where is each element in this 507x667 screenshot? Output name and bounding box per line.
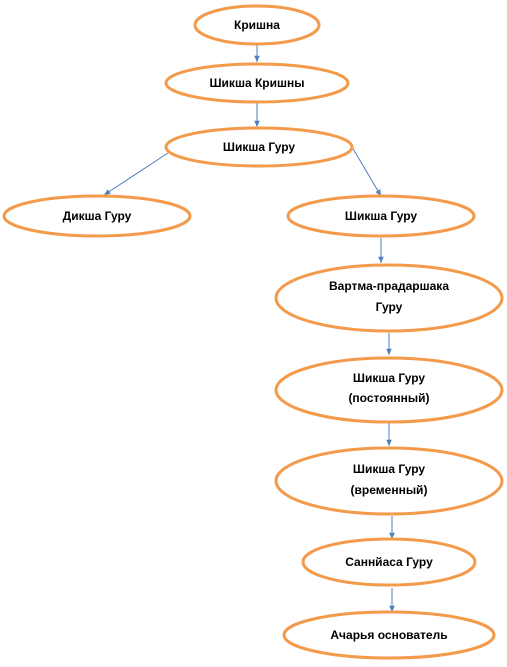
edge-shiksha-guru-to-shiksha-guru-right — [351, 146, 382, 197]
node-shiksha-krishny: Шикша Кришны — [164, 62, 350, 104]
node-sannyasa-label: Саннйаса Гуру — [345, 555, 433, 569]
node-shiksha-guru-top-shape — [164, 126, 354, 168]
node-sannyasa-shape — [301, 537, 477, 587]
node-shiksha-post-shape — [274, 356, 504, 424]
node-vartma-label-line1: Вартма-прадаршака — [329, 279, 449, 293]
node-vartma-label-line2: Гуру — [376, 300, 403, 314]
node-shiksha-vrem: Шикша Гуру (временный) — [274, 446, 504, 516]
node-shiksha-post-label-line1: Шикша Гуру — [353, 371, 425, 385]
node-krishna-shape — [193, 4, 321, 46]
node-vartma: Вартма-прадаршака Гуру — [274, 263, 504, 333]
node-shiksha-vrem-label-line1: Шикша Гуру — [353, 462, 425, 476]
node-shiksha-vrem-label-line2: (временный) — [351, 483, 428, 497]
node-diksha-guru-label: Дикша Гуру — [63, 209, 132, 223]
node-vartma-shape — [274, 263, 504, 333]
node-shiksha-krishny-label: Шикша Кришны — [210, 76, 305, 90]
node-shiksha-post-label-line2: (постоянный) — [348, 391, 429, 405]
edge-shiksha-guru-to-diksha-guru — [103, 152, 169, 196]
node-shiksha-guru-right-shape — [286, 194, 476, 238]
node-shiksha-guru-top-label: Шикша Гуру — [223, 140, 295, 154]
node-krishna-label: Кришна — [234, 18, 280, 32]
node-shiksha-guru-top: Шикша Гуру — [164, 126, 354, 168]
node-acharya: Ачарья основатель — [282, 610, 496, 660]
node-acharya-label: Ачарья основатель — [330, 628, 447, 642]
node-diksha-guru-shape — [2, 194, 192, 238]
node-acharya-shape — [282, 610, 496, 660]
node-diksha-guru: Дикша Гуру — [2, 194, 192, 238]
node-shiksha-guru-right: Шикша Гуру — [286, 194, 476, 238]
node-shiksha-guru-right-label: Шикша Гуру — [345, 209, 417, 223]
node-sannyasa: Саннйаса Гуру — [301, 537, 477, 587]
node-shiksha-krishny-shape — [164, 62, 350, 104]
node-shiksha-post: Шикша Гуру (постоянный) — [274, 356, 504, 424]
node-shiksha-vrem-shape — [274, 446, 504, 516]
node-krishna: Кришна — [193, 4, 321, 46]
